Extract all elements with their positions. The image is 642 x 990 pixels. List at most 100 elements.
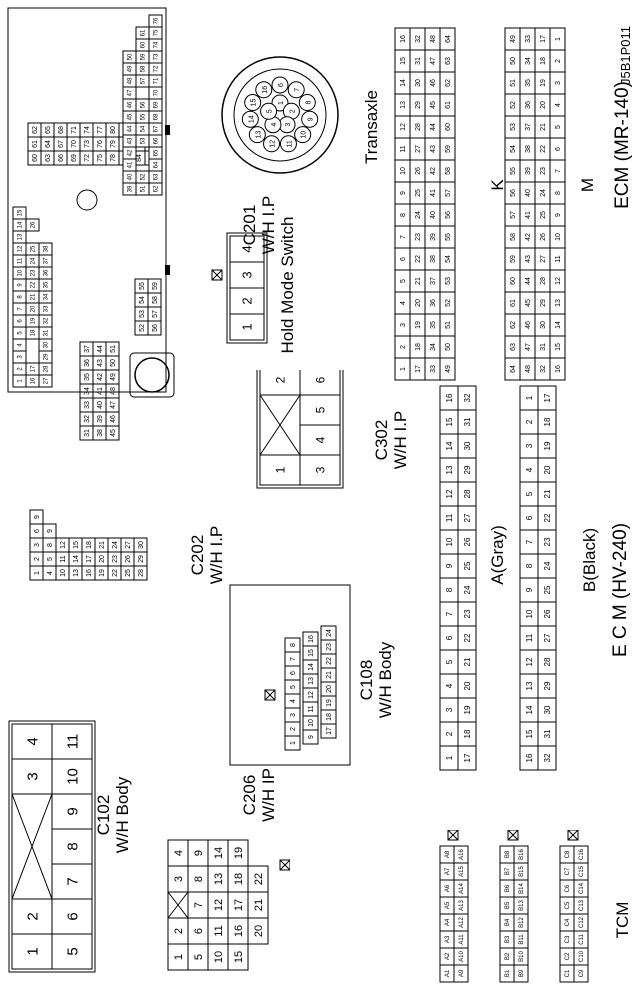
pin-number: 41: [430, 189, 437, 197]
ecm-mr140-k-label: K: [488, 170, 507, 200]
pin-number: 16: [262, 86, 269, 94]
pin-number: 50: [445, 343, 452, 351]
pin-number: 25: [543, 585, 552, 594]
pin-cell: [105, 341, 120, 357]
pin-number: 2: [173, 928, 185, 934]
pin-number: 61: [32, 140, 39, 148]
pin-number: 22: [112, 569, 119, 577]
pin-number: 7: [525, 539, 534, 544]
ecm-hv240-title: E C M (HV-240): [610, 480, 631, 700]
pin-number: 48: [525, 365, 532, 373]
pin-number: 10: [301, 131, 308, 139]
mount-tab: [165, 125, 171, 135]
pin-number: 46: [430, 79, 437, 87]
latch-cross: [507, 829, 519, 841]
pin-number: 2: [24, 912, 41, 920]
pin-number: 25: [125, 569, 132, 577]
pin-number: 4: [173, 850, 185, 856]
pin-number: 9: [47, 529, 54, 533]
pin-number: 61: [510, 299, 517, 307]
pin-number: 47: [525, 343, 532, 351]
pin-number: 28: [463, 489, 472, 498]
pin-number: 19: [463, 705, 472, 714]
pin-number: C16: [579, 848, 585, 860]
pin-number: 9: [525, 587, 534, 592]
pin-number: 13: [525, 681, 534, 690]
pin-cell: [148, 14, 163, 28]
pin-number: 38: [44, 245, 50, 252]
c108-name: C108: [357, 659, 376, 701]
pin-number: 64: [510, 365, 517, 373]
pin-number: 8: [400, 213, 407, 217]
c202-label: C202 W/H I.P: [188, 510, 226, 600]
pin-number: 2: [18, 367, 24, 371]
pin-number: 37: [430, 277, 437, 285]
c302-name: C302: [372, 419, 391, 461]
pin-number: 1: [525, 395, 534, 400]
pin-number: 25: [415, 189, 422, 197]
pin-number: 15: [445, 417, 454, 426]
pin-number: 28: [44, 365, 50, 372]
pin-number: 21: [540, 123, 547, 131]
pin-number: 56: [510, 189, 517, 197]
keyed-cross: [259, 394, 301, 456]
pin-number: 63: [154, 173, 160, 180]
pin-number: A2: [445, 952, 451, 960]
pin-number: 3: [445, 707, 454, 712]
drawing-code: J5B1P011: [618, 25, 633, 85]
pin-number: 22: [415, 255, 422, 263]
pin-cell: [247, 865, 269, 893]
pin-number: 39: [430, 233, 437, 241]
pin-socket: [287, 81, 305, 99]
pin-number: A16: [459, 849, 465, 860]
pin-number: 62: [510, 321, 517, 329]
pin-number: 38: [525, 145, 532, 153]
pin-number: 9: [445, 563, 454, 568]
pin-number: 14: [18, 221, 24, 228]
pin-number: 23: [326, 643, 333, 651]
pin-number: 6: [64, 912, 81, 920]
pin-number: 9: [64, 807, 81, 815]
pin-number: B3: [505, 935, 511, 943]
pin-number: 47: [110, 401, 117, 409]
pin-number: 48: [110, 387, 117, 395]
pin-number: B10: [519, 951, 525, 962]
pin-number: 4: [525, 467, 534, 472]
pin-number: 40: [430, 211, 437, 219]
pin-number: 18: [415, 343, 422, 351]
pin-number: 35: [44, 281, 50, 288]
pin-number: 7: [193, 902, 205, 908]
pin-number: 20: [326, 685, 333, 693]
pin-number: C2: [565, 952, 571, 960]
pin-number: 13: [73, 569, 80, 577]
pin-number: 2: [34, 557, 41, 561]
pin-number: 53: [510, 123, 517, 131]
housing: [7, 7, 167, 393]
pin-number: 43: [128, 137, 134, 144]
pin-number: 46: [110, 415, 117, 423]
pin-number: 18: [540, 57, 547, 65]
pin-number: 24: [463, 585, 472, 594]
pin-socket: [294, 126, 312, 144]
c201-face: 1234567891011121314151617181920212223242…: [7, 7, 171, 393]
pin-number: 16: [308, 635, 315, 643]
pin-number: 16: [233, 925, 245, 937]
pin-number: B14: [519, 883, 525, 894]
pin-socket: [260, 102, 278, 120]
pin-number: 73: [154, 53, 160, 60]
pin-number: 17: [31, 365, 37, 372]
pin-number: 50: [510, 57, 517, 65]
pin-number: 17: [326, 727, 333, 735]
pin-number: 72: [84, 154, 91, 162]
pin-number: 40: [128, 173, 134, 180]
pin-number: 53: [141, 137, 147, 144]
c102-location: W/H Body: [113, 776, 132, 854]
pin-number: 22: [543, 513, 552, 522]
pin-number: 70: [154, 89, 160, 96]
pin-socket: [271, 94, 289, 112]
pin-number: C5: [565, 901, 571, 909]
pin-cell: [147, 278, 162, 294]
pin-number: 44: [525, 277, 532, 285]
